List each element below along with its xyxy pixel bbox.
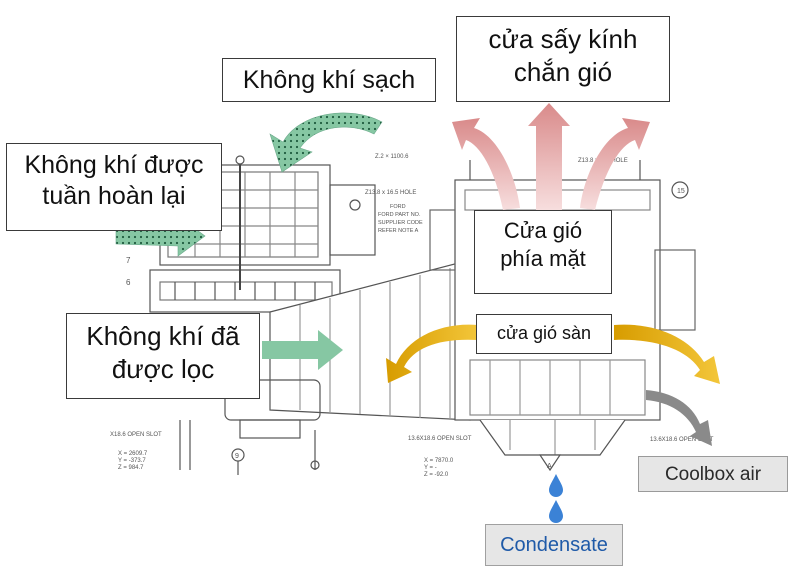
svg-text:13.6X18.6 OPEN SLOT: 13.6X18.6 OPEN SLOT (650, 437, 714, 443)
svg-text:A: A (547, 463, 552, 470)
svg-text:Y = -373.7: Y = -373.7 (118, 458, 146, 464)
floor-vent-arrow-right (614, 324, 720, 384)
svg-text:9: 9 (235, 453, 239, 460)
face-vent-label: Cửa gió phía mặt (474, 210, 612, 294)
center-duct (179, 259, 471, 475)
face-vent-line-1: Cửa gió (503, 218, 583, 243)
svg-text:FORD: FORD (390, 204, 406, 210)
clean-air-arrow (269, 112, 383, 173)
defrost-arrow-right (580, 118, 650, 210)
svg-text:SUPPLIER CODE: SUPPLIER CODE (378, 220, 423, 226)
clean-air-label: Không khí sạch (222, 58, 436, 102)
coolbox-air-arrow (646, 390, 712, 446)
svg-text:Z13.8 x 16.5 HOLE: Z13.8 x 16.5 HOLE (365, 190, 416, 196)
svg-text:FORD PART NO.: FORD PART NO. (378, 212, 421, 218)
svg-text:13.6X18.6 OPEN SLOT: 13.6X18.6 OPEN SLOT (408, 436, 472, 442)
clean-air-text: Không khí sạch (242, 66, 416, 94)
recirculated-air-label: Không khí được tuần hoàn lại (6, 143, 222, 231)
filtered-air-arrow (262, 330, 343, 370)
floor-vent-arrow-left (386, 324, 478, 383)
left-housing (149, 155, 376, 313)
defrost-arrow-center (528, 103, 570, 210)
condensate-drop-upper (549, 474, 563, 497)
svg-text:X18.6 OPEN SLOT: X18.6 OPEN SLOT (110, 432, 162, 438)
recirculated-line-2: tuần hoàn lại (42, 182, 186, 211)
filtered-line-1: Không khí đã (86, 321, 240, 351)
defrost-arrow-left (452, 118, 520, 210)
defrost-vent-label: cửa sấy kính chắn gió (456, 16, 670, 102)
defrost-line-2: chắn gió (513, 56, 613, 87)
filtered-line-2: được lọc (111, 353, 215, 384)
condensate-text: Condensate (500, 534, 608, 556)
svg-text:REFER NOTE A: REFER NOTE A (378, 228, 419, 234)
defrost-line-1: cửa sấy kính (488, 24, 638, 54)
face-vent-line-2: phía mặt (500, 245, 586, 271)
svg-text:15: 15 (677, 188, 685, 195)
svg-text:6: 6 (126, 278, 131, 287)
svg-text:X = 7870.0: X = 7870.0 (424, 458, 454, 464)
drawing-notes: Z.2 × 1100.6 Z13.8 x 16.5 HOLE Z13.8 x10… (110, 154, 714, 478)
svg-text:Z = -92.0: Z = -92.0 (424, 472, 449, 478)
svg-text:Z.2 × 1100.6: Z.2 × 1100.6 (375, 154, 409, 160)
coolbox-air-label: Coolbox air (638, 456, 788, 492)
svg-text:Z = 984.7: Z = 984.7 (118, 465, 144, 471)
coolbox-air-text: Coolbox air (664, 464, 762, 485)
recirculated-line-1: Không khí được (24, 151, 204, 179)
svg-text:X = 2609.7: X = 2609.7 (118, 451, 148, 457)
svg-text:7: 7 (126, 256, 131, 265)
floor-vent-label: cửa gió sàn (476, 314, 612, 354)
condensate-drop-lower (549, 500, 563, 523)
floor-vent-text: cửa gió sàn (496, 323, 592, 343)
svg-text:Y = -: Y = - (424, 465, 437, 471)
condensate-label: Condensate (485, 524, 623, 566)
filtered-air-label: Không khí đã được lọc (66, 313, 260, 399)
